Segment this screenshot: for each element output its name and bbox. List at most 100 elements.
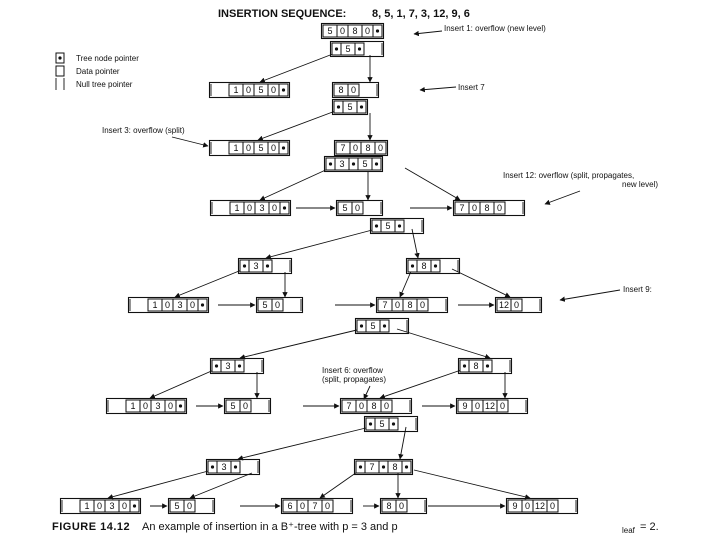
key-value: 5 bbox=[370, 321, 375, 331]
legend-tree-node-pointer-label: Tree node pointer bbox=[76, 54, 139, 63]
key-value: 8 bbox=[407, 300, 412, 310]
key-value: 1 bbox=[152, 300, 157, 310]
key-value: 0 bbox=[399, 501, 404, 511]
key-value: 0 bbox=[271, 85, 276, 95]
key-value: 8 bbox=[421, 261, 426, 271]
edge-i3d-left bbox=[149, 368, 217, 399]
key-value: 0 bbox=[271, 143, 276, 153]
key-value: 7 bbox=[346, 401, 351, 411]
pointer-dot bbox=[265, 264, 270, 268]
key-value: 0 bbox=[246, 143, 251, 153]
node-outline bbox=[331, 98, 369, 116]
null-pointer-cell bbox=[403, 220, 423, 232]
node-outline bbox=[323, 155, 384, 173]
node-outline bbox=[505, 497, 579, 515]
pointer-dot bbox=[374, 224, 379, 228]
key-value: 0 bbox=[395, 300, 400, 310]
node-outline bbox=[329, 40, 385, 58]
null-pointer-cell bbox=[507, 400, 527, 412]
pointer-dot bbox=[237, 364, 242, 368]
root-5-b: 5 bbox=[331, 98, 369, 116]
key-value: 9 bbox=[512, 501, 517, 511]
key-value: 3 bbox=[225, 361, 230, 371]
key-value: 5 bbox=[262, 300, 267, 310]
key-value: 7 bbox=[312, 501, 317, 511]
null-pointer-cell bbox=[243, 360, 263, 372]
key-value: 5 bbox=[385, 221, 390, 231]
key-value: 0 bbox=[472, 203, 477, 213]
pointer-dot bbox=[210, 465, 215, 469]
pointer-dot bbox=[382, 324, 387, 328]
pointer-dot bbox=[334, 47, 339, 51]
pointer-dot bbox=[242, 264, 247, 268]
node-outline bbox=[208, 81, 291, 99]
key-value: 0 bbox=[353, 143, 358, 153]
key-value: 0 bbox=[355, 203, 360, 213]
pointer-dot bbox=[281, 146, 286, 150]
key-value: 5 bbox=[347, 102, 352, 112]
node-outline bbox=[280, 497, 354, 515]
key-value: 1 bbox=[130, 401, 135, 411]
annotation-insert-6-line1: Insert 6: overflow bbox=[322, 366, 383, 375]
pointer-dot bbox=[200, 303, 205, 307]
pointer-dot bbox=[357, 47, 362, 51]
arrow-insert-12 bbox=[544, 190, 581, 205]
root-5-c: 5 bbox=[369, 217, 425, 235]
node-outline bbox=[59, 497, 142, 515]
pointer-dot bbox=[328, 162, 333, 166]
null-pointer-cell bbox=[406, 500, 426, 512]
node-outline bbox=[379, 497, 428, 515]
key-value: 7 bbox=[459, 203, 464, 213]
key-value: 0 bbox=[247, 203, 252, 213]
null-pointer-cell bbox=[557, 500, 577, 512]
key-value: 9 bbox=[462, 401, 467, 411]
null-pointer-cell bbox=[271, 260, 291, 272]
pointer-dot bbox=[336, 105, 341, 109]
null-pointer-cell bbox=[362, 202, 382, 214]
pointer-dot bbox=[233, 465, 238, 469]
key-value: 0 bbox=[359, 401, 364, 411]
legend-null-tree-pointer-label: Null tree pointer bbox=[76, 80, 133, 89]
key-value: 3 bbox=[221, 462, 226, 472]
sequence-label: INSERTION SEQUENCE: bbox=[218, 8, 346, 20]
node-outline bbox=[455, 397, 529, 415]
null-pointer-cell bbox=[194, 500, 214, 512]
key-value: 3 bbox=[155, 401, 160, 411]
internal-3-e: 3 bbox=[205, 458, 261, 476]
edge-i8d-left bbox=[379, 368, 465, 399]
node-outline bbox=[375, 296, 449, 314]
annotation-insert-3: Insert 3: overflow (split) bbox=[102, 126, 185, 135]
key-value: 5 bbox=[230, 401, 235, 411]
key-value: 8 bbox=[371, 401, 376, 411]
node-outline bbox=[223, 397, 272, 415]
null-pointer-cell bbox=[427, 299, 447, 311]
key-value: 0 bbox=[365, 26, 370, 36]
null-pointer-cell bbox=[388, 320, 408, 332]
annotation-insert-6-line2: (split, propagates) bbox=[322, 375, 386, 384]
node-outline bbox=[333, 139, 389, 157]
key-value: 0 bbox=[243, 401, 248, 411]
edge-r5e-left bbox=[237, 426, 371, 461]
key-value: 8 bbox=[365, 143, 370, 153]
key-value: 3 bbox=[259, 203, 264, 213]
caption-text: An example of insertion in a B⁺-tree wit… bbox=[142, 521, 398, 533]
key-value: 0 bbox=[190, 300, 195, 310]
node-outline bbox=[363, 415, 419, 433]
null-pointer-cell bbox=[363, 43, 383, 55]
key-value: 5 bbox=[327, 26, 332, 36]
tree-edges bbox=[107, 51, 531, 509]
key-value: 12 bbox=[535, 501, 545, 511]
key-value: 0 bbox=[325, 501, 330, 511]
pointer-dot bbox=[132, 504, 137, 508]
